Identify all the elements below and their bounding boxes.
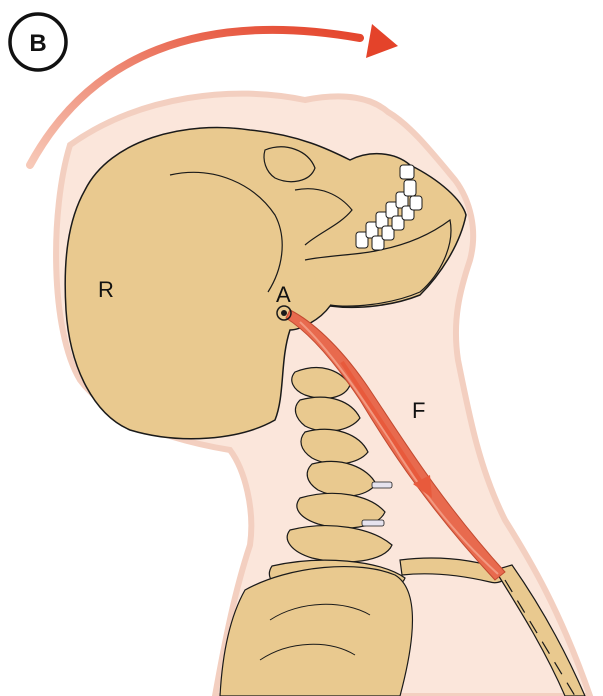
label-resistance: R	[98, 277, 114, 302]
panel-label: B	[29, 30, 46, 57]
panel-label-badge: B	[10, 14, 66, 70]
rotation-arrow-head	[366, 24, 398, 58]
label-axis: A	[276, 282, 291, 307]
label-force: F	[412, 398, 425, 423]
